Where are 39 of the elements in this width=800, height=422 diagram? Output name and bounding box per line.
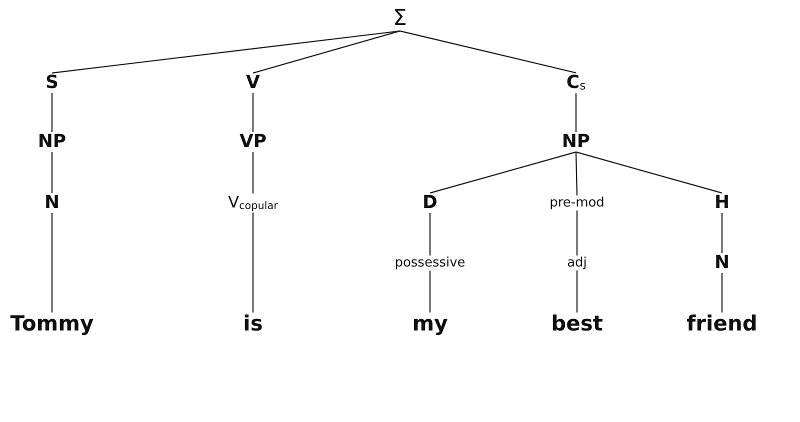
tree-branch [51,152,53,193]
tree-branch [252,30,400,74]
tree-branch [721,273,723,312]
tree-branch [721,213,723,253]
tree-label: NP [36,132,68,152]
tree-label: possessive [392,256,468,270]
tree-branch [576,151,722,194]
tree-label: best [549,312,605,336]
tree-label: my [410,312,450,336]
tree-branch [576,210,578,256]
tree-label: V$_{copular}$ [226,194,280,212]
tree-branch [430,151,576,194]
tree-label: pre-mod [548,196,606,210]
tree-branch [575,152,578,196]
tree-label: C$_{s}$ [564,72,588,94]
tree-branch [252,93,254,132]
tree-branch [400,30,576,74]
tree-label: Σ [391,7,409,31]
tree-label: D [420,193,440,213]
tree-branch [51,213,53,312]
tree-branch [252,152,254,194]
tree-branch [576,270,578,312]
tree-label: VP [237,132,269,152]
tree-label: NP [560,132,592,152]
tree-branch [51,93,53,132]
tree-branch [429,270,431,312]
tree-branch [575,93,577,132]
tree-branch [429,213,431,256]
tree-label: H [712,193,732,213]
tree-label: friend [684,312,760,336]
tree-label: is [241,312,265,336]
tree-label: N [42,193,62,213]
tree-label: S [44,73,60,93]
tree-label: V [244,73,262,93]
tree-label: N [712,253,732,273]
tree-branch [252,212,254,312]
tree-label: Tommy [8,312,96,336]
tree-branch [52,30,400,74]
tree-label: adj [565,256,589,270]
